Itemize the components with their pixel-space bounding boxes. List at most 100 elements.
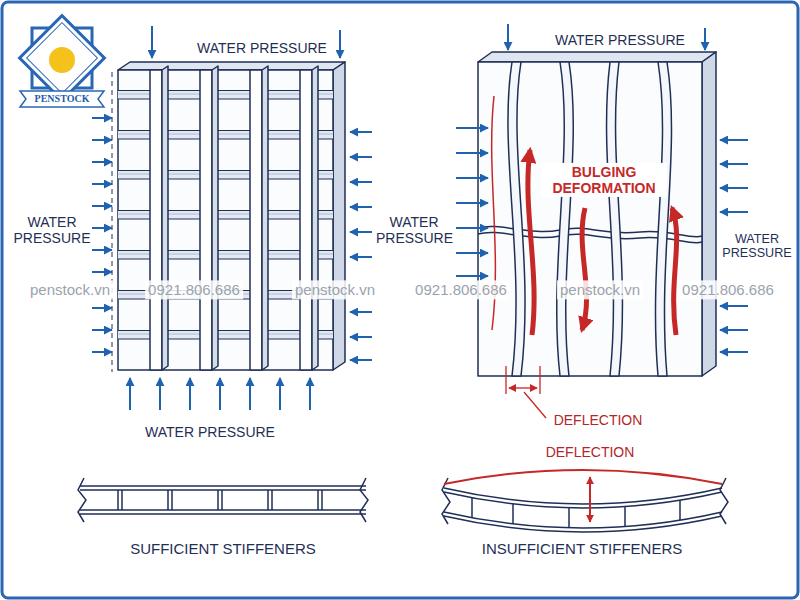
pressure-arrows: [456, 252, 488, 254]
gate-panel-bulging: [478, 62, 702, 376]
pressure-label: WATER PRESSURE: [555, 32, 685, 48]
pressure-arrows: [720, 305, 748, 307]
gate-panel-stiffened: [118, 70, 333, 370]
gate-panel-stiffened: [250, 70, 262, 370]
deflection-dimension: [506, 366, 546, 418]
section-insufficient: [472, 498, 680, 528]
pressure-label: WATER PRESSURE: [145, 424, 275, 440]
pressure-arrows: [350, 256, 372, 258]
pressure-arrows: [720, 329, 748, 331]
pressure-arrows: [350, 336, 372, 338]
deflection-dimension: [509, 387, 537, 388]
section-sufficient: [78, 478, 368, 522]
pressure-arrows: [92, 117, 112, 119]
gate-panel-stiffened: [200, 70, 212, 370]
pressure-arrows: [92, 329, 112, 331]
gate-panel-bulging: [607, 62, 623, 376]
pressure-arrows: [350, 206, 372, 208]
pressure-label: WATER PRESSURE: [721, 232, 793, 261]
watermark: penstock.vn: [292, 280, 378, 299]
pressure-label: WATER PRESSURE: [376, 214, 452, 246]
pressure-arrows: [720, 211, 748, 213]
logo-emblem: [20, 16, 105, 101]
section-sufficient: [80, 486, 366, 514]
pressure-arrows: [219, 378, 221, 410]
gate-panel-bulging: [478, 232, 702, 242]
pressure-arrows: [720, 187, 748, 189]
pressure-arrows: [189, 378, 191, 410]
pressure-arrows: [249, 378, 251, 410]
pressure-arrows: [456, 24, 748, 352]
gate-panel-bulging: [508, 62, 525, 376]
pressure-arrows: [92, 205, 112, 207]
pressure-arrows: [507, 24, 509, 50]
pressure-arrows: [151, 26, 153, 58]
logo-text: PENSTOCK: [35, 93, 90, 105]
pressure-arrows: [309, 378, 311, 410]
gate-panel-stiffened: [150, 70, 162, 370]
pressure-arrows: [456, 275, 488, 277]
deformation-arrows: [582, 208, 587, 330]
deflection-label: DEFLECTION: [554, 412, 643, 428]
watermark: 0921.806.686: [679, 280, 777, 299]
gate-panel-stiffened: [162, 66, 168, 370]
section-sufficient: [118, 490, 322, 510]
section-caption: SUFFICIENT STIFFENERS: [130, 540, 316, 557]
watermark: 0921.806.686: [412, 280, 510, 299]
pressure-arrows: [159, 378, 161, 410]
pressure-arrows: [279, 378, 281, 410]
pressure-label: WATER PRESSURE: [12, 214, 92, 246]
pressure-arrows: [92, 161, 112, 163]
logo-emblem: [20, 16, 105, 107]
pressure-arrows: [704, 28, 706, 50]
section-insufficient: [442, 478, 450, 524]
deflection-curve: [444, 470, 722, 522]
pressure-arrows: [720, 351, 748, 353]
gate-panel-stiffened: [300, 70, 312, 370]
logo-emblem: [49, 47, 75, 73]
watermark: penstock.vn: [27, 280, 113, 299]
watermark: penstock.vn: [557, 280, 643, 299]
gate-panel-bulging: [655, 62, 671, 376]
section-insufficient: [442, 478, 728, 532]
gate-panel-stiffened: [212, 66, 218, 370]
pressure-arrows: [92, 139, 112, 141]
gate-panel-bulging: [557, 62, 574, 376]
pressure-arrows: [92, 26, 372, 410]
gate-panel-stiffened: [262, 66, 268, 370]
pressure-arrows: [720, 139, 748, 141]
pressure-arrows: [92, 271, 112, 273]
pressure-arrows: [92, 249, 112, 251]
gate-panel-bulging: [702, 52, 716, 376]
pressure-arrows: [350, 131, 372, 133]
deflection-label: DEFLECTION: [546, 444, 635, 460]
section-insufficient: [720, 478, 728, 524]
section-sufficient: [360, 478, 368, 522]
pressure-arrows: [456, 127, 488, 129]
gate-panel-stiffened: [118, 62, 345, 70]
pressure-arrows: [456, 227, 488, 229]
pressure-arrows: [92, 227, 112, 229]
section-caption: INSUFFICIENT STIFFENERS: [482, 540, 683, 557]
pressure-arrows: [92, 183, 112, 185]
deflection-dimension: [539, 366, 540, 394]
deformation-arrows: [672, 208, 677, 335]
pressure-arrows: [720, 163, 748, 165]
watermark: 0921.806.686: [145, 280, 243, 299]
pressure-arrows: [92, 351, 112, 353]
pressure-arrows: [350, 231, 372, 233]
pressure-arrows: [92, 307, 112, 309]
pressure-arrows: [350, 156, 372, 158]
logo-emblem: [20, 91, 104, 107]
pressure-arrows: [456, 152, 488, 154]
logo-emblem: [27, 23, 98, 94]
section-sufficient: [78, 478, 86, 522]
pressure-arrows: [456, 177, 488, 179]
gate-panel-stiffened: [312, 66, 318, 370]
pressure-label: WATER PRESSURE: [197, 40, 327, 56]
gate-panel-bulging: [478, 52, 716, 62]
gate-panel-bulging: [478, 52, 716, 376]
